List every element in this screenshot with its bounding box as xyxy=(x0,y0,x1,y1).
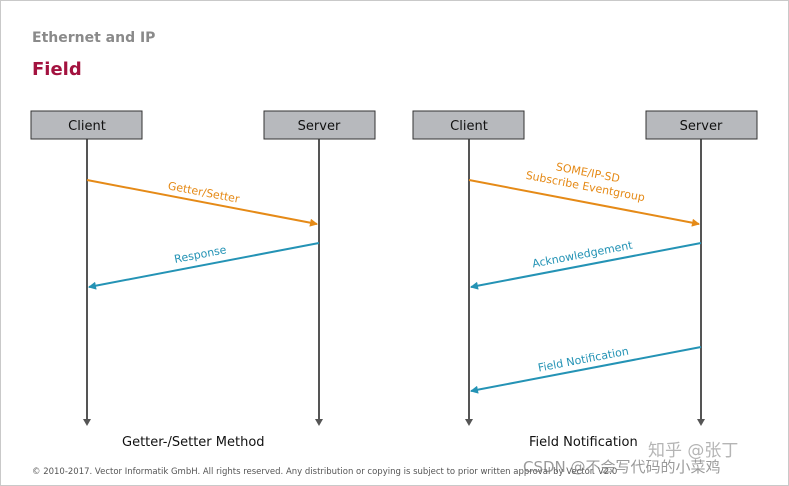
slide-title: Field xyxy=(32,59,82,80)
server-lifeline-arrowhead xyxy=(315,419,323,426)
client-label: Client xyxy=(68,119,106,134)
server-box xyxy=(263,110,376,140)
client-box xyxy=(30,110,143,140)
field-notification-arrow xyxy=(470,346,702,394)
server-box xyxy=(645,110,758,140)
server-label: Server xyxy=(680,119,723,134)
client-lifeline-arrowhead xyxy=(465,419,473,426)
getter-setter-arrow xyxy=(86,179,318,227)
copyright-footer: © 2010-2017. Vector Informatik GmbH. All… xyxy=(32,467,618,477)
server-label: Server xyxy=(298,119,341,134)
slide-kicker: Ethernet and IP xyxy=(32,30,156,46)
subscribe-eventgroup-label: SOME/IP-SD Subscribe Eventgroup xyxy=(525,160,646,204)
subscribe-eventgroup-arrow xyxy=(468,179,700,227)
server-lifeline-arrowhead xyxy=(697,419,705,426)
field-notification-caption: Field Notification xyxy=(529,435,638,450)
response-arrow xyxy=(88,242,320,290)
client-lifeline-arrowhead xyxy=(83,419,91,426)
getter-setter-caption: Getter-/Setter Method xyxy=(122,435,265,450)
acknowledgement-arrow xyxy=(470,242,702,290)
csdn-watermark: CSDN @不会写代码的小菜鸡 xyxy=(523,458,721,476)
client-box xyxy=(412,110,525,140)
client-label: Client xyxy=(450,119,488,134)
zhihu-watermark: 知乎 @张丁 xyxy=(648,441,739,461)
